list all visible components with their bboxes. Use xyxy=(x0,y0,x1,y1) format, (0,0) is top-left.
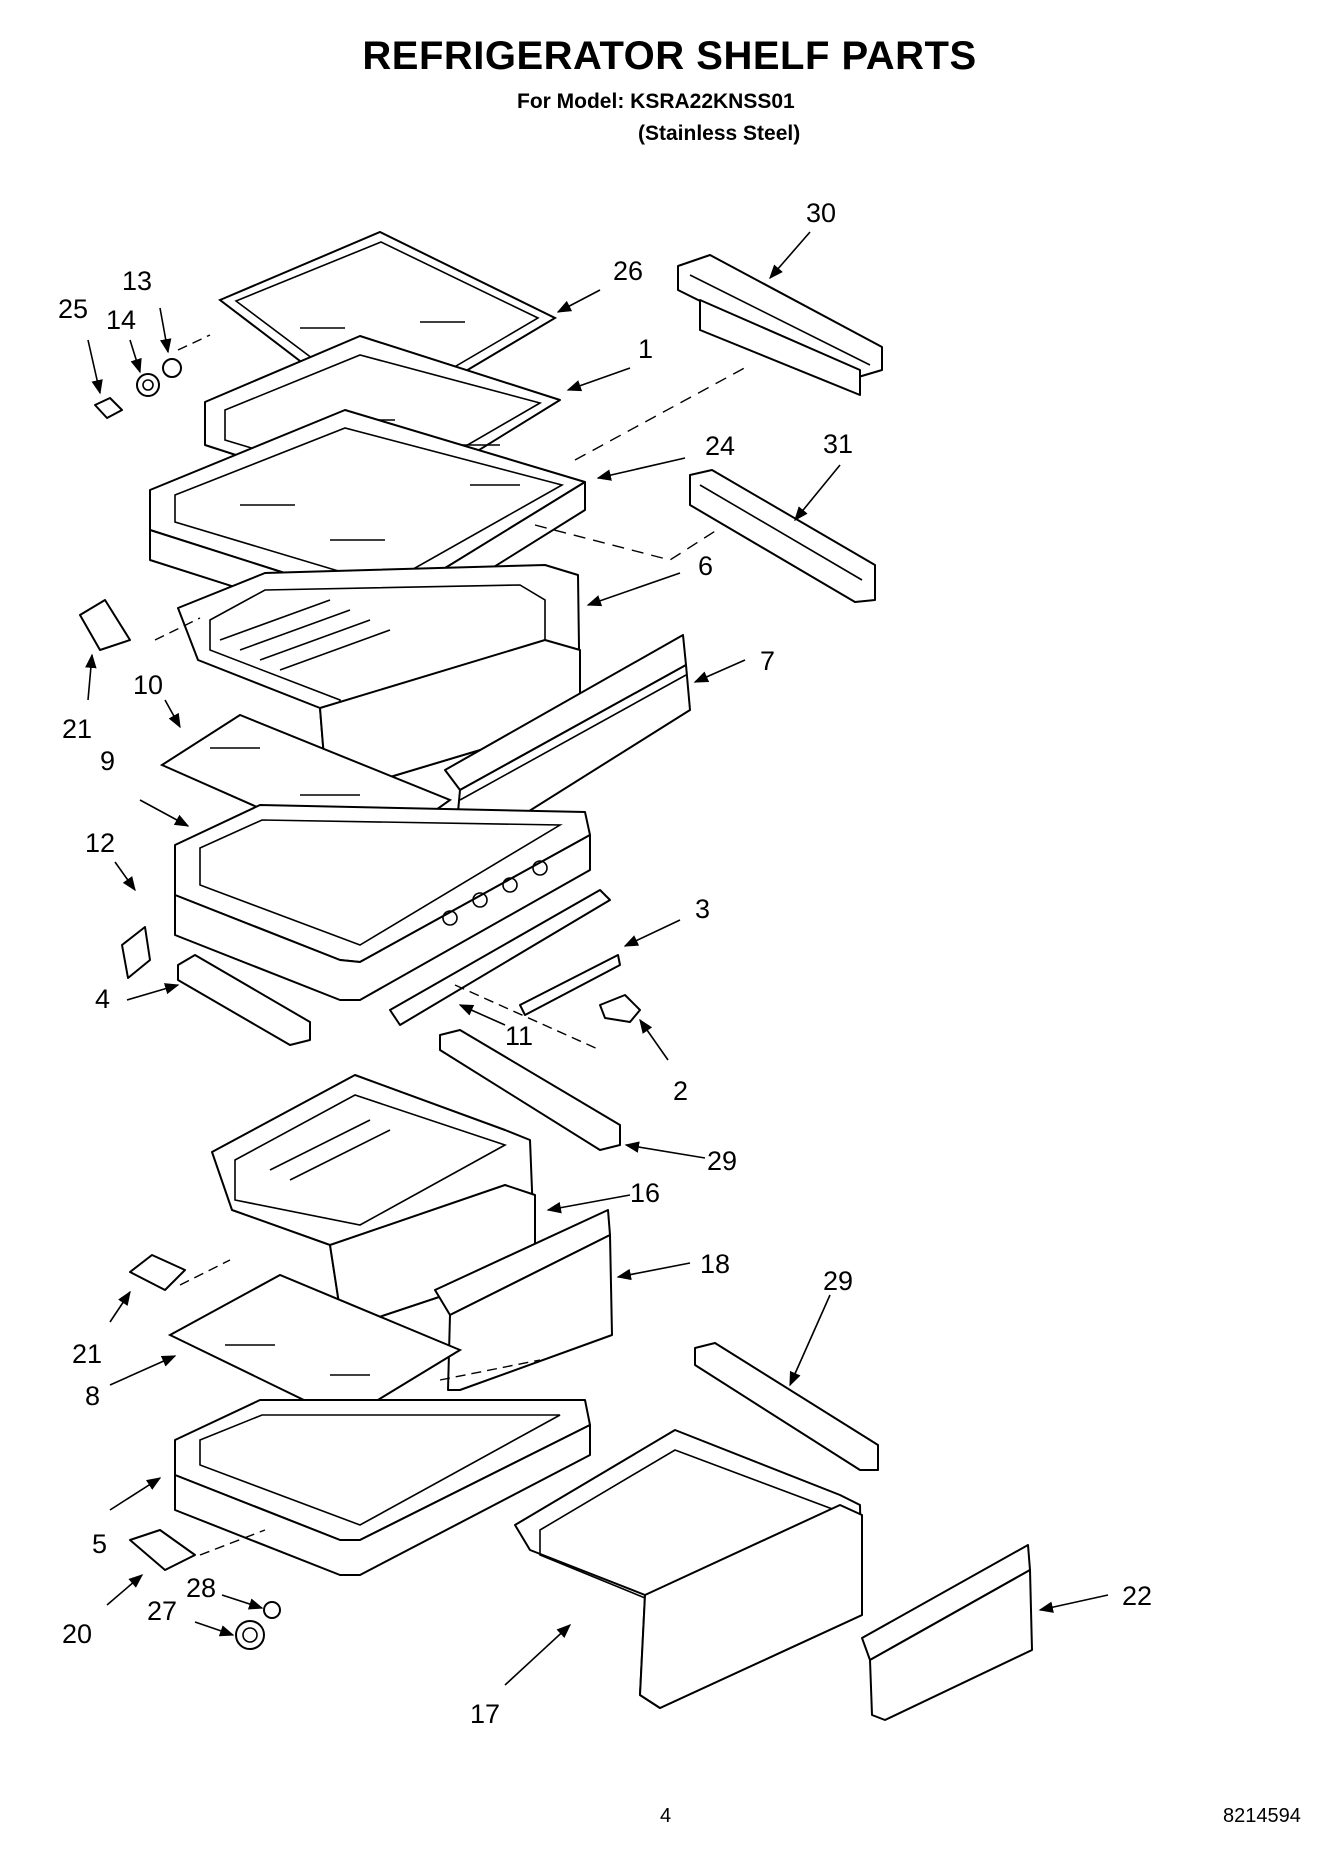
callout-21-upper: 21 xyxy=(62,714,92,744)
document-number: 8214594 xyxy=(1223,1805,1301,1827)
callout-1: 1 xyxy=(638,334,653,364)
callout-27: 27 xyxy=(147,1596,177,1626)
callout-leaders xyxy=(85,231,1109,1686)
crisper-frame-9 xyxy=(174,804,591,1001)
callout-13: 13 xyxy=(122,266,152,296)
page-title: REFRIGERATOR SHELF PARTS xyxy=(362,34,977,78)
clip-20 xyxy=(129,1529,196,1571)
callout-20: 20 xyxy=(62,1619,92,1649)
rail-4 xyxy=(177,954,311,1046)
clip-21-lower xyxy=(129,1254,186,1291)
fastener-13 xyxy=(162,358,182,378)
rail-29-lower xyxy=(694,1342,879,1471)
callout-28: 28 xyxy=(186,1573,216,1603)
drawer-front-22 xyxy=(861,1544,1033,1721)
knob-27 xyxy=(235,1620,265,1650)
callout-6: 6 xyxy=(698,551,713,581)
drawer-17 xyxy=(514,1429,863,1709)
callout-5: 5 xyxy=(92,1529,107,1559)
callout-2: 2 xyxy=(673,1076,688,1106)
page-number: 4 xyxy=(660,1805,672,1827)
callout-12: 12 xyxy=(85,828,115,858)
callout-22: 22 xyxy=(1122,1581,1152,1611)
crisper-frame-5 xyxy=(174,1399,591,1576)
callout-labels: 30 26 13 25 14 1 24 31 6 7 21 10 9 12 3 … xyxy=(58,198,1152,1729)
callout-10: 10 xyxy=(133,670,163,700)
rail-29-upper xyxy=(439,1029,621,1151)
callout-30: 30 xyxy=(806,198,836,228)
bracket-3 xyxy=(519,954,621,1016)
callout-17: 17 xyxy=(470,1699,500,1729)
callout-29-lower: 29 xyxy=(823,1266,853,1296)
drawer-front-18 xyxy=(434,1209,613,1391)
callout-29-upper: 29 xyxy=(707,1146,737,1176)
callout-3: 3 xyxy=(695,894,710,924)
callout-18: 18 xyxy=(700,1249,730,1279)
callout-14: 14 xyxy=(106,305,136,335)
callout-8: 8 xyxy=(85,1381,100,1411)
callout-9: 9 xyxy=(100,746,115,776)
clip-21-upper xyxy=(79,599,131,651)
callout-7: 7 xyxy=(760,646,775,676)
clip-12 xyxy=(121,926,151,979)
callout-24: 24 xyxy=(705,431,735,461)
callout-25: 25 xyxy=(58,294,88,324)
crisper-drawer-16 xyxy=(211,1074,536,1321)
variant-line: (Stainless Steel) xyxy=(638,122,801,145)
callout-21-lower: 21 xyxy=(72,1339,102,1369)
clip-2 xyxy=(599,994,641,1023)
fastener-14 xyxy=(136,373,160,397)
rail-11 xyxy=(389,889,611,1026)
glass-insert-8 xyxy=(167,1273,463,1422)
knob-28 xyxy=(263,1601,281,1619)
alignment-lines xyxy=(154,334,751,1556)
callout-16: 16 xyxy=(630,1178,660,1208)
callout-26: 26 xyxy=(613,256,643,286)
callout-11: 11 xyxy=(505,1021,533,1051)
callout-31: 31 xyxy=(823,429,853,459)
fastener-25 xyxy=(94,397,123,419)
callout-4: 4 xyxy=(95,984,110,1014)
drawer-front-7 xyxy=(444,634,691,846)
rail-31 xyxy=(689,469,876,603)
crisper-drawer-6 xyxy=(177,564,581,784)
rail-30 xyxy=(677,254,883,396)
model-line: For Model: KSRA22KNSS01 xyxy=(517,90,795,113)
